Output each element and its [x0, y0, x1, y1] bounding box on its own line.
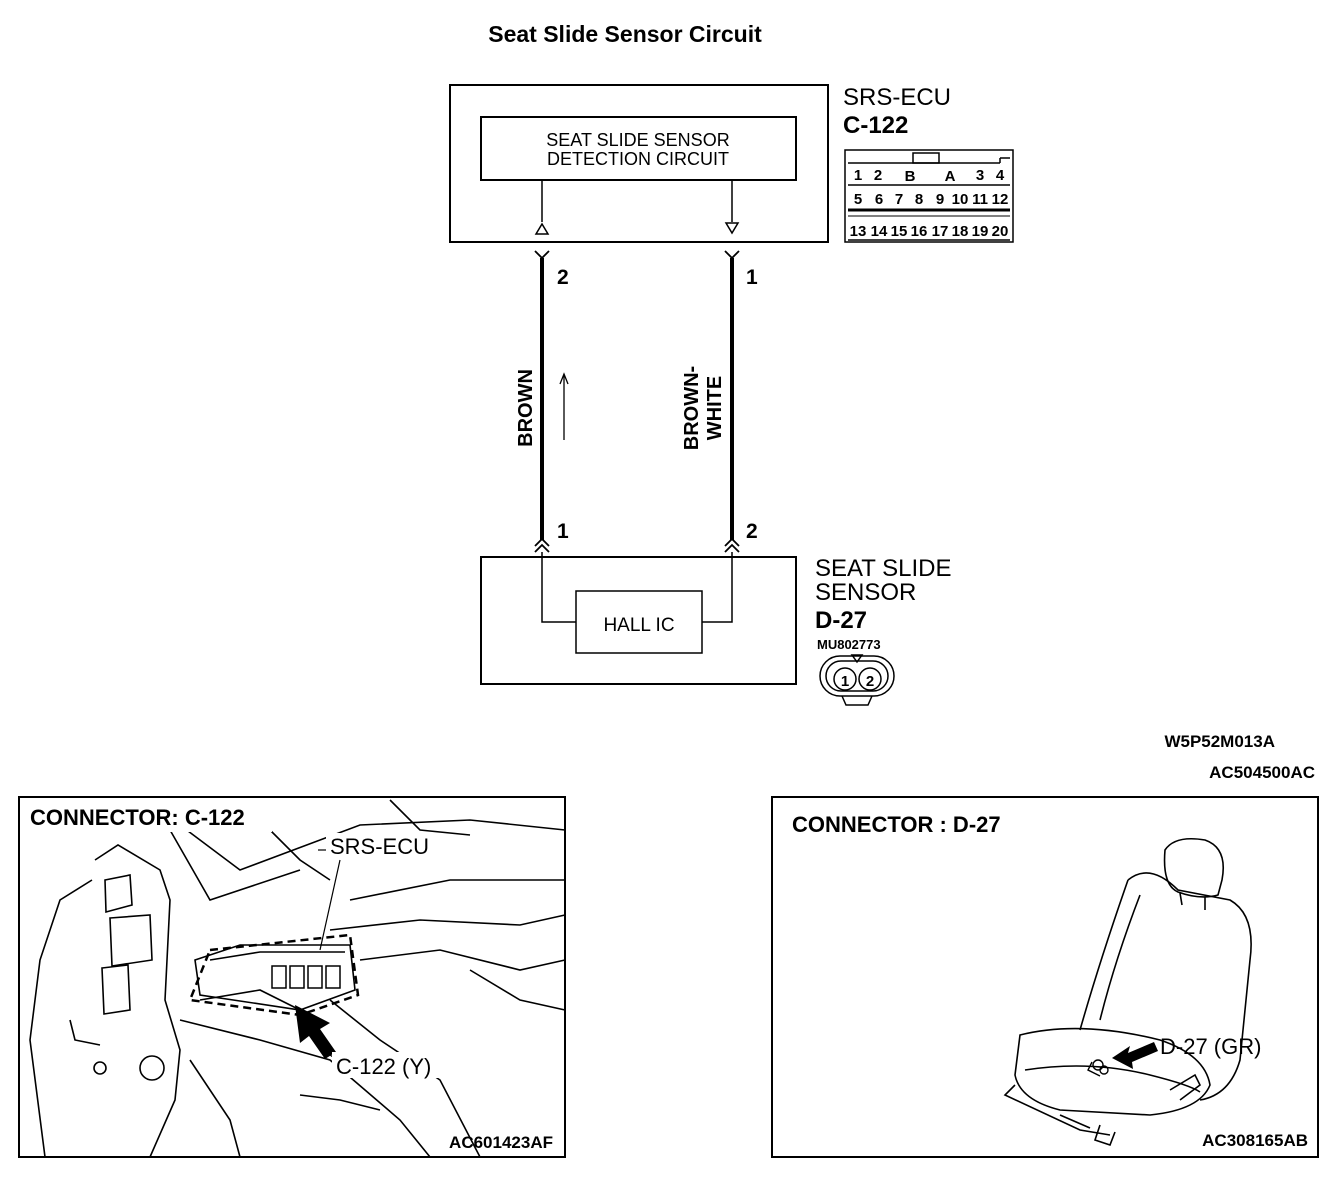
sensor-pin-brown: 1: [557, 520, 569, 543]
c122-pin: 17: [932, 223, 949, 240]
c122-pin: 1: [854, 167, 862, 184]
panel-right-title: CONNECTOR : D-27: [792, 812, 1001, 837]
ecu-name: SRS-ECU: [843, 84, 951, 111]
connector-mark-icon: [724, 537, 740, 547]
hall-ic-label: HALL IC: [603, 615, 674, 636]
detection-circuit-label-1: SEAT SLIDE SENSOR: [546, 130, 729, 150]
panel-left-ecu-label: SRS-ECU: [330, 834, 429, 859]
hall-ic-box: [575, 590, 703, 654]
ecu-location-outline: [188, 933, 360, 1017]
c122-pin: 7: [895, 191, 903, 208]
c122-pin: 11: [972, 191, 988, 208]
d27-pin: 2: [866, 673, 874, 690]
c122-pin-row-2: 5 6 7 8 9 10 11 12: [854, 191, 1009, 208]
sensor-part-number: MU802773: [817, 637, 881, 652]
c122-pin: 15: [891, 223, 908, 240]
d27-pin: 1: [841, 673, 849, 690]
up-triangle-icon: [534, 222, 550, 235]
panel-left-connector-label: C-122 (Y): [336, 1054, 431, 1079]
panel-left-title: CONNECTOR: C-122: [30, 805, 245, 830]
c122-pin: 10: [952, 191, 969, 208]
wire-color-brown-white-1: BROWN-: [681, 366, 703, 450]
d27-connector-illustration: [1087, 1059, 1109, 1077]
d27-connector-face: [819, 654, 895, 706]
ecu-pin-brown-white: 1: [746, 266, 758, 289]
c122-connector-face: [844, 149, 1014, 243]
c122-pin: B: [905, 168, 916, 185]
connector-mark-icon: [534, 250, 550, 260]
connector-c122-panel: [18, 796, 566, 1158]
ecu-connector-illustration: [271, 965, 341, 989]
wire-color-brown-white-2: WHITE: [704, 376, 726, 440]
c122-pin: 6: [875, 191, 883, 208]
dashboard-illustration: [29, 799, 566, 1158]
c122-pin-row-1: 1 2 B A 3 4: [854, 167, 1005, 185]
sensor-pin-brown-white: 2: [746, 520, 758, 543]
c122-pin: 4: [996, 167, 1005, 184]
connector-mark-icon: [724, 543, 740, 553]
c122-pin: 2: [874, 167, 882, 184]
c122-pin: 5: [854, 191, 862, 208]
detection-circuit-label-2: DETECTION CIRCUIT: [547, 149, 729, 169]
ecu-pin-brown: 2: [557, 266, 569, 289]
c122-pin: 14: [871, 223, 888, 240]
figure-code: AC504500AC: [1209, 763, 1315, 782]
seat-illustration: [1003, 837, 1252, 1147]
panel-right-code: AC308165AB: [1202, 1131, 1308, 1150]
connector-mark-icon: [724, 250, 740, 260]
connector-mark-icon: [534, 543, 550, 553]
down-triangle-icon: [724, 222, 740, 235]
diagram-code: W5P52M013A: [1164, 732, 1275, 751]
c122-pin: A: [945, 168, 956, 185]
arrow-pointer-icon: [1112, 1042, 1158, 1069]
sensor-name-2: SENSOR: [815, 579, 916, 606]
sensor-box: [480, 556, 797, 685]
c122-pin-row-3: 13 14 15 16 17 18 19 20: [850, 223, 1009, 240]
c122-pin: 9: [936, 191, 944, 208]
c122-pin: 3: [976, 167, 984, 184]
panel-right-connector-label: D-27 (GR): [1160, 1034, 1261, 1059]
sensor-name-1: SEAT SLIDE: [815, 555, 952, 582]
c122-pin: 19: [972, 223, 989, 240]
panel-left-code: AC601423AF: [449, 1133, 553, 1152]
detection-circuit-box: [480, 116, 797, 181]
c122-pin: 16: [911, 223, 928, 240]
sensor-connector-id: D-27: [815, 607, 867, 634]
connector-d27-panel: [771, 796, 1319, 1158]
connector-mark-icon: [534, 537, 550, 547]
wire-color-brown: BROWN: [515, 369, 537, 447]
c122-pin: 18: [952, 223, 969, 240]
c122-pin: 12: [992, 191, 1009, 208]
c122-pin: 20: [992, 223, 1009, 240]
arrow-up-icon: [559, 372, 569, 440]
ecu-connector-id: C-122: [843, 112, 908, 139]
arrow-pointer-icon: [295, 1005, 336, 1059]
c122-pin: 13: [850, 223, 867, 240]
c122-pin: 8: [915, 191, 923, 208]
ecu-box: [449, 84, 829, 243]
diagram-title: Seat Slide Sensor Circuit: [488, 21, 762, 47]
